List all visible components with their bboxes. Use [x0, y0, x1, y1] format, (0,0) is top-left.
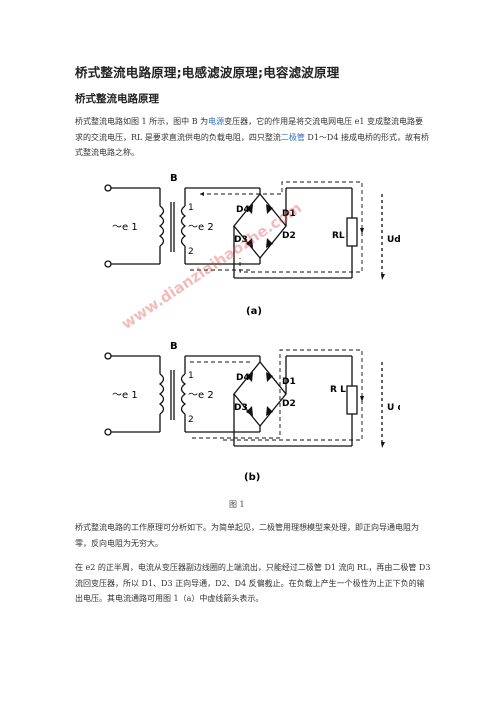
fig-a-load: RL — [332, 231, 345, 241]
link-power[interactable]: 电源 — [208, 117, 225, 126]
fig-b-terminal-2: 2 — [188, 415, 194, 425]
figure-b-circuit: B ～e 1 ～e 2 1 2 D4 D1 D3 D2 R L U d (b) — [104, 341, 400, 483]
section-title: 桥式整流电路原理 — [75, 93, 159, 105]
fig-b-secondary-voltage: ～e 2 — [188, 390, 214, 401]
fig-b-output: U d — [387, 403, 400, 413]
fig-a-d2: D2 — [282, 231, 296, 241]
fig-a-terminal-2: 2 — [188, 247, 194, 257]
fig-b-load: R L — [330, 385, 346, 395]
fig-a-label: (a) — [246, 306, 262, 317]
document-title: 桥式整流电路原理;电感滤波原理;电容滤波原理 — [75, 65, 340, 80]
fig-a-terminal-1: 1 — [188, 203, 194, 213]
fig-a-d4: D4 — [236, 205, 250, 215]
intro-text-1: 桥式整流电路如图 1 所示，图中 B 为 — [75, 117, 209, 126]
intro-paragraph: 桥式整流电路如图 1 所示，图中 B 为电源变压器，它的作用是将交流电网电压 e… — [75, 114, 431, 161]
figure-a-circuit: B ～e 1 ～e 2 1 2 D4 D1 D3 D2 RL Ud (a) — [104, 173, 400, 317]
fig-b-d2: D2 — [282, 399, 296, 409]
fig-a-primary-voltage: ～e 1 — [112, 222, 138, 233]
fig-b-transformer-label: B — [170, 341, 178, 352]
fig-b-terminal-1: 1 — [188, 371, 194, 381]
fig-a-d3: D3 — [234, 235, 248, 245]
figure-caption: 图 1 — [229, 500, 245, 509]
fig-b-d3: D3 — [234, 403, 248, 413]
fig-a-output: Ud — [387, 235, 400, 245]
fig-a-secondary-voltage: ～e 2 — [188, 222, 214, 233]
fig-a-transformer-label: B — [170, 173, 178, 184]
link-diode[interactable]: 二极管 — [280, 132, 305, 142]
intro-text-2: 变压器，它的作用是将交流电网电压 e1 变成整流电路要求的交流电压，RL 是要求… — [75, 117, 424, 142]
fig-a-d1: D1 — [282, 209, 296, 219]
fig-b-label: (b) — [244, 472, 260, 483]
fig-b-d4: D4 — [236, 373, 250, 383]
intro-text-3: D1～D4 接成电桥的形式，故有桥式整流电路之称。 — [75, 132, 429, 158]
fig-b-d1: D1 — [282, 377, 296, 387]
positive-half-paragraph: 在 e2 的正半周，电流从变压器副边线圈的上端流出，只能经过二极管 D1 流向 … — [75, 563, 431, 603]
principle-paragraph: 桥式整流电路的工作原理可分析如下。为简单起见，二极管用理想模型来处理，即正向导通… — [75, 523, 419, 548]
fig-b-primary-voltage: ～e 1 — [112, 390, 138, 401]
